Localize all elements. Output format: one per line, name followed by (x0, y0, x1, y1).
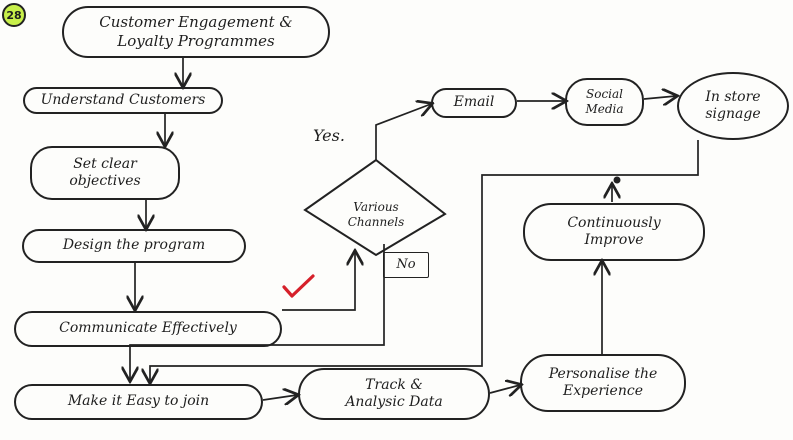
title-line-2: Loyalty Programmes (117, 32, 275, 50)
arrow-join-track (262, 395, 297, 400)
channels-node: Various Channels (330, 194, 422, 236)
understand-customers-node: Understand Customers (23, 87, 223, 114)
arrow-communicate-channels (282, 252, 355, 311)
instore-line-2: signage (705, 106, 761, 122)
personalise-line-1: Personalise the (548, 365, 658, 382)
decision-diamond (303, 158, 447, 257)
set-objectives-line-2: objectives (69, 173, 141, 189)
track-analyse-node: Track & Analysic Data (298, 368, 490, 420)
channels-line-2: Channels (347, 215, 405, 229)
arrow-social-instore (643, 96, 676, 99)
continuously-improve-node: Continuously Improve (523, 203, 705, 261)
make-easy-to-join-node: Make it Easy to join (14, 384, 263, 420)
step-number-badge: 28 (2, 3, 26, 27)
title-node: Customer Engagement & Loyalty Programmes (62, 6, 330, 58)
set-objectives-node: Set clear objectives (30, 146, 180, 200)
no-label: No (396, 256, 416, 272)
track-line-2: Analysic Data (345, 394, 443, 410)
improve-line-2: Improve (584, 232, 644, 248)
dot-icon (613, 176, 621, 184)
check-icon (282, 274, 315, 298)
set-objectives-line-1: Set clear (73, 155, 137, 172)
no-label-box: No (383, 252, 429, 278)
track-line-1: Track & (365, 376, 423, 393)
email-node: Email (431, 88, 517, 118)
communicate-node: Communicate Effectively (14, 311, 282, 347)
title-line-1: Customer Engagement & (99, 13, 293, 32)
channels-line-1: Various (353, 200, 399, 214)
arrow-track-personalise (489, 385, 520, 393)
improve-line-1: Continuously (567, 214, 661, 231)
arrow-channels-email (375, 104, 431, 160)
yes-label: Yes. (313, 126, 345, 145)
social-media-node: Social Media (565, 78, 644, 126)
design-program-node: Design the program (22, 229, 246, 263)
personalise-node: Personalise the Experience (520, 354, 686, 412)
in-store-signage-node: In store signage (677, 72, 789, 140)
arrow-instore-join (150, 140, 699, 382)
social-line-1: Social (586, 87, 623, 101)
social-line-2: Media (585, 102, 624, 116)
instore-line-1: In store (705, 88, 761, 105)
personalise-line-2: Experience (563, 383, 643, 399)
